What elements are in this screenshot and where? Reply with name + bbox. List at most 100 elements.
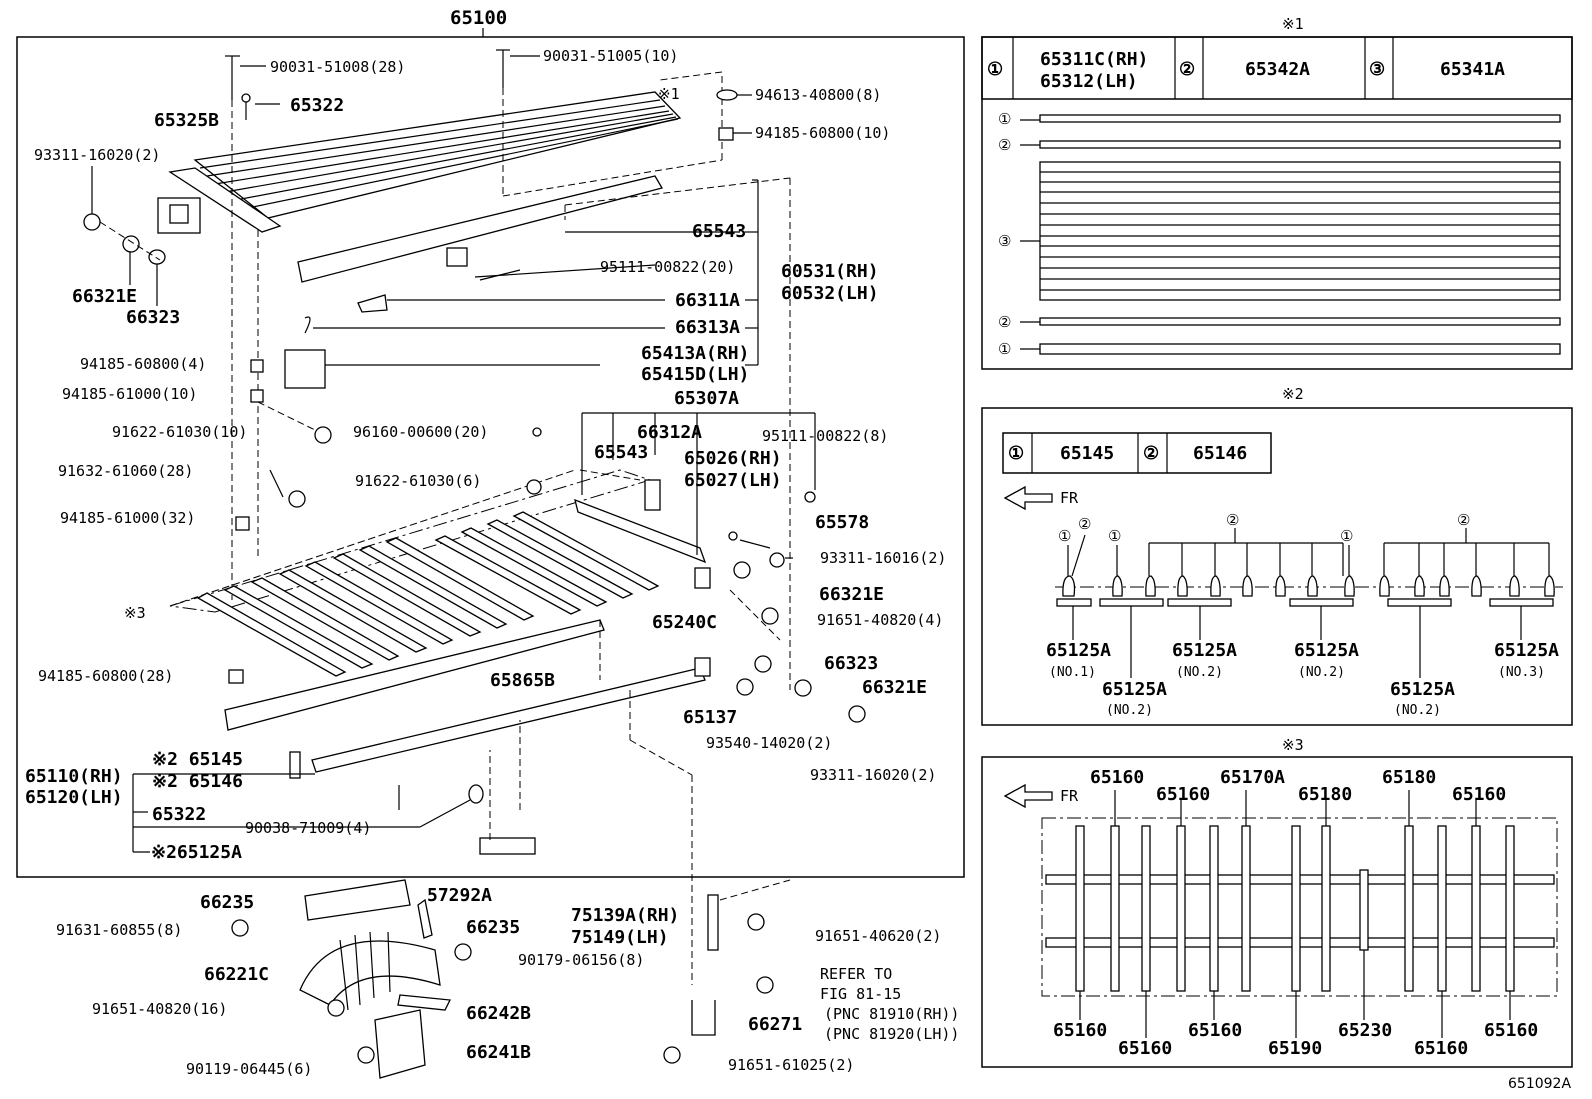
label-66323-b: 66323 — [824, 653, 879, 674]
label-65240c: 65240C — [652, 612, 718, 633]
label-66242b: 66242B — [466, 1003, 532, 1024]
label-65415d: 65415D(LH) — [641, 364, 750, 385]
label-65307a: 65307A — [674, 388, 740, 409]
label-94185-60800-4: 94185-60800(4) — [80, 355, 207, 373]
label-96160: 96160-00600(20) — [353, 423, 489, 441]
label-66235-a: 66235 — [200, 892, 255, 913]
figure-code: 651092A — [1508, 1076, 1572, 1092]
inset1-col1-mark: ① — [987, 59, 1004, 80]
label-90031-51008: 90031-51008(28) — [270, 58, 406, 76]
inset3-top-4: 65180 — [1298, 784, 1353, 805]
inset1-row4-mark: ② — [998, 313, 1012, 331]
inset2-part-1-note: (NO.1) — [1049, 665, 1096, 680]
label-65137: 65137 — [683, 707, 738, 728]
label-60531: 60531(RH) — [781, 261, 879, 282]
label-refer-2: FIG 81-15 — [820, 985, 902, 1003]
inset3-top-6: 65160 — [1452, 784, 1507, 805]
label-66271: 66271 — [748, 1014, 803, 1035]
inset3-top-2: 65160 — [1156, 784, 1211, 805]
label-75149: 75149(LH) — [571, 927, 669, 948]
inset3-bot-7: 65160 — [1484, 1020, 1539, 1041]
label-95111-20: 95111-00822(20) — [600, 258, 736, 276]
label-65322-bot: 65322 — [152, 804, 207, 825]
label-65543-b: 65543 — [594, 442, 649, 463]
inset3-top-1: 65160 — [1090, 767, 1145, 788]
label-95111-8: 95111-00822(8) — [762, 427, 889, 445]
main-title: 65100 — [450, 7, 507, 29]
label-ref1: ※1 — [658, 85, 680, 103]
fr-arrow-icon-2 — [1003, 783, 1053, 809]
inset3-sills — [1075, 825, 1515, 992]
label-94185-61000-10: 94185-61000(10) — [62, 385, 198, 403]
label-94185-61000-32: 94185-61000(32) — [60, 509, 196, 527]
inset2-part-6-note: (NO.3) — [1498, 665, 1545, 680]
inset3-title: ※3 — [1282, 736, 1304, 754]
label-65146: ※2 65146 — [152, 771, 243, 792]
label-91651-61025: 91651-61025(2) — [728, 1056, 855, 1074]
label-91651-40620: 91651-40620(2) — [815, 927, 942, 945]
label-90179: 90179-06156(8) — [518, 951, 645, 969]
label-66221c: 66221C — [204, 964, 270, 985]
inset1-title: ※1 — [1282, 15, 1304, 33]
inset3-bot-3: 65160 — [1188, 1020, 1243, 1041]
inset2-col1-mark: ① — [1008, 443, 1025, 464]
inset1-row2-mark: ② — [998, 136, 1012, 154]
label-60532: 60532(LH) — [781, 283, 879, 304]
label-refer-1: REFER TO — [820, 965, 893, 983]
inset2-part-4-note: (NO.2) — [1298, 665, 1345, 680]
label-refer-4: (PNC 81920(LH)) — [824, 1025, 960, 1043]
label-66321e-a: 66321E — [72, 286, 138, 307]
inset2-clips — [1062, 575, 1555, 597]
label-93311-16020-b: 93311-16020(2) — [810, 766, 937, 784]
label-65578: 65578 — [815, 512, 870, 533]
inset2-part-6: 65125A — [1494, 640, 1560, 661]
label-65027: 65027(LH) — [684, 470, 782, 491]
inset2-mark-6: ② — [1457, 511, 1471, 529]
cross-sills — [196, 511, 660, 677]
label-66241b: 66241B — [466, 1042, 532, 1063]
label-91631: 91631-60855(8) — [56, 921, 183, 939]
inset3-bot-6: 65160 — [1414, 1038, 1469, 1059]
label-65413a: 65413A(RH) — [641, 343, 750, 364]
inset1-col3-name: 65341A — [1440, 59, 1506, 80]
label-91651-40820-4: 91651-40820(4) — [817, 611, 944, 629]
label-65026: 65026(RH) — [684, 448, 782, 469]
inset2-mark-5: ① — [1340, 527, 1354, 545]
inset2-mark-4: ② — [1226, 511, 1240, 529]
label-94185-60800-10: 94185-60800(10) — [755, 124, 891, 142]
inset2-part-2: 65125A — [1102, 679, 1168, 700]
label-66321e-c: 66321E — [862, 677, 928, 698]
label-66235-b: 66235 — [466, 917, 521, 938]
inset2-frame — [981, 407, 1573, 726]
label-65145: ※2 65145 — [152, 749, 243, 770]
label-93311-16016: 93311-16016(2) — [820, 549, 947, 567]
inset3-bot-4: 65190 — [1268, 1038, 1323, 1059]
inset2-part-5-note: (NO.2) — [1394, 703, 1441, 718]
inset2-mark-3: ① — [1108, 527, 1122, 545]
label-65865b: 65865B — [490, 670, 556, 691]
inset1-col3-mark: ③ — [1369, 59, 1386, 80]
label-91632: 91632-61060(28) — [58, 462, 194, 480]
label-65325b: 65325B — [154, 110, 220, 131]
inset2-fr-label: FR — [1060, 489, 1079, 507]
inset2-part-5: 65125A — [1390, 679, 1456, 700]
label-91622-61030-6: 91622-61030(6) — [355, 472, 482, 490]
label-65322-top: 65322 — [290, 95, 345, 116]
label-65110: 65110(RH) — [25, 766, 123, 787]
inset2-part-1: 65125A — [1046, 640, 1112, 661]
inset1-row3-mark: ③ — [998, 232, 1012, 250]
label-90119: 90119-06445(6) — [186, 1060, 313, 1078]
label-65120: 65120(LH) — [25, 787, 123, 808]
inset3-top-3: 65170A — [1220, 767, 1286, 788]
inset1-row5-mark: ① — [998, 340, 1012, 358]
label-75139a: 75139A(RH) — [571, 905, 680, 926]
inset2-mark-2: ② — [1078, 515, 1092, 533]
inset1-row1-mark: ① — [998, 110, 1012, 128]
inset1-col2-name: 65342A — [1245, 59, 1311, 80]
inset2-title: ※2 — [1282, 385, 1304, 403]
inset1-col1-name-b: 65312(LH) — [1040, 71, 1138, 92]
label-65125a: ※265125A — [151, 842, 242, 863]
label-90031-51005: 90031-51005(10) — [543, 47, 679, 65]
